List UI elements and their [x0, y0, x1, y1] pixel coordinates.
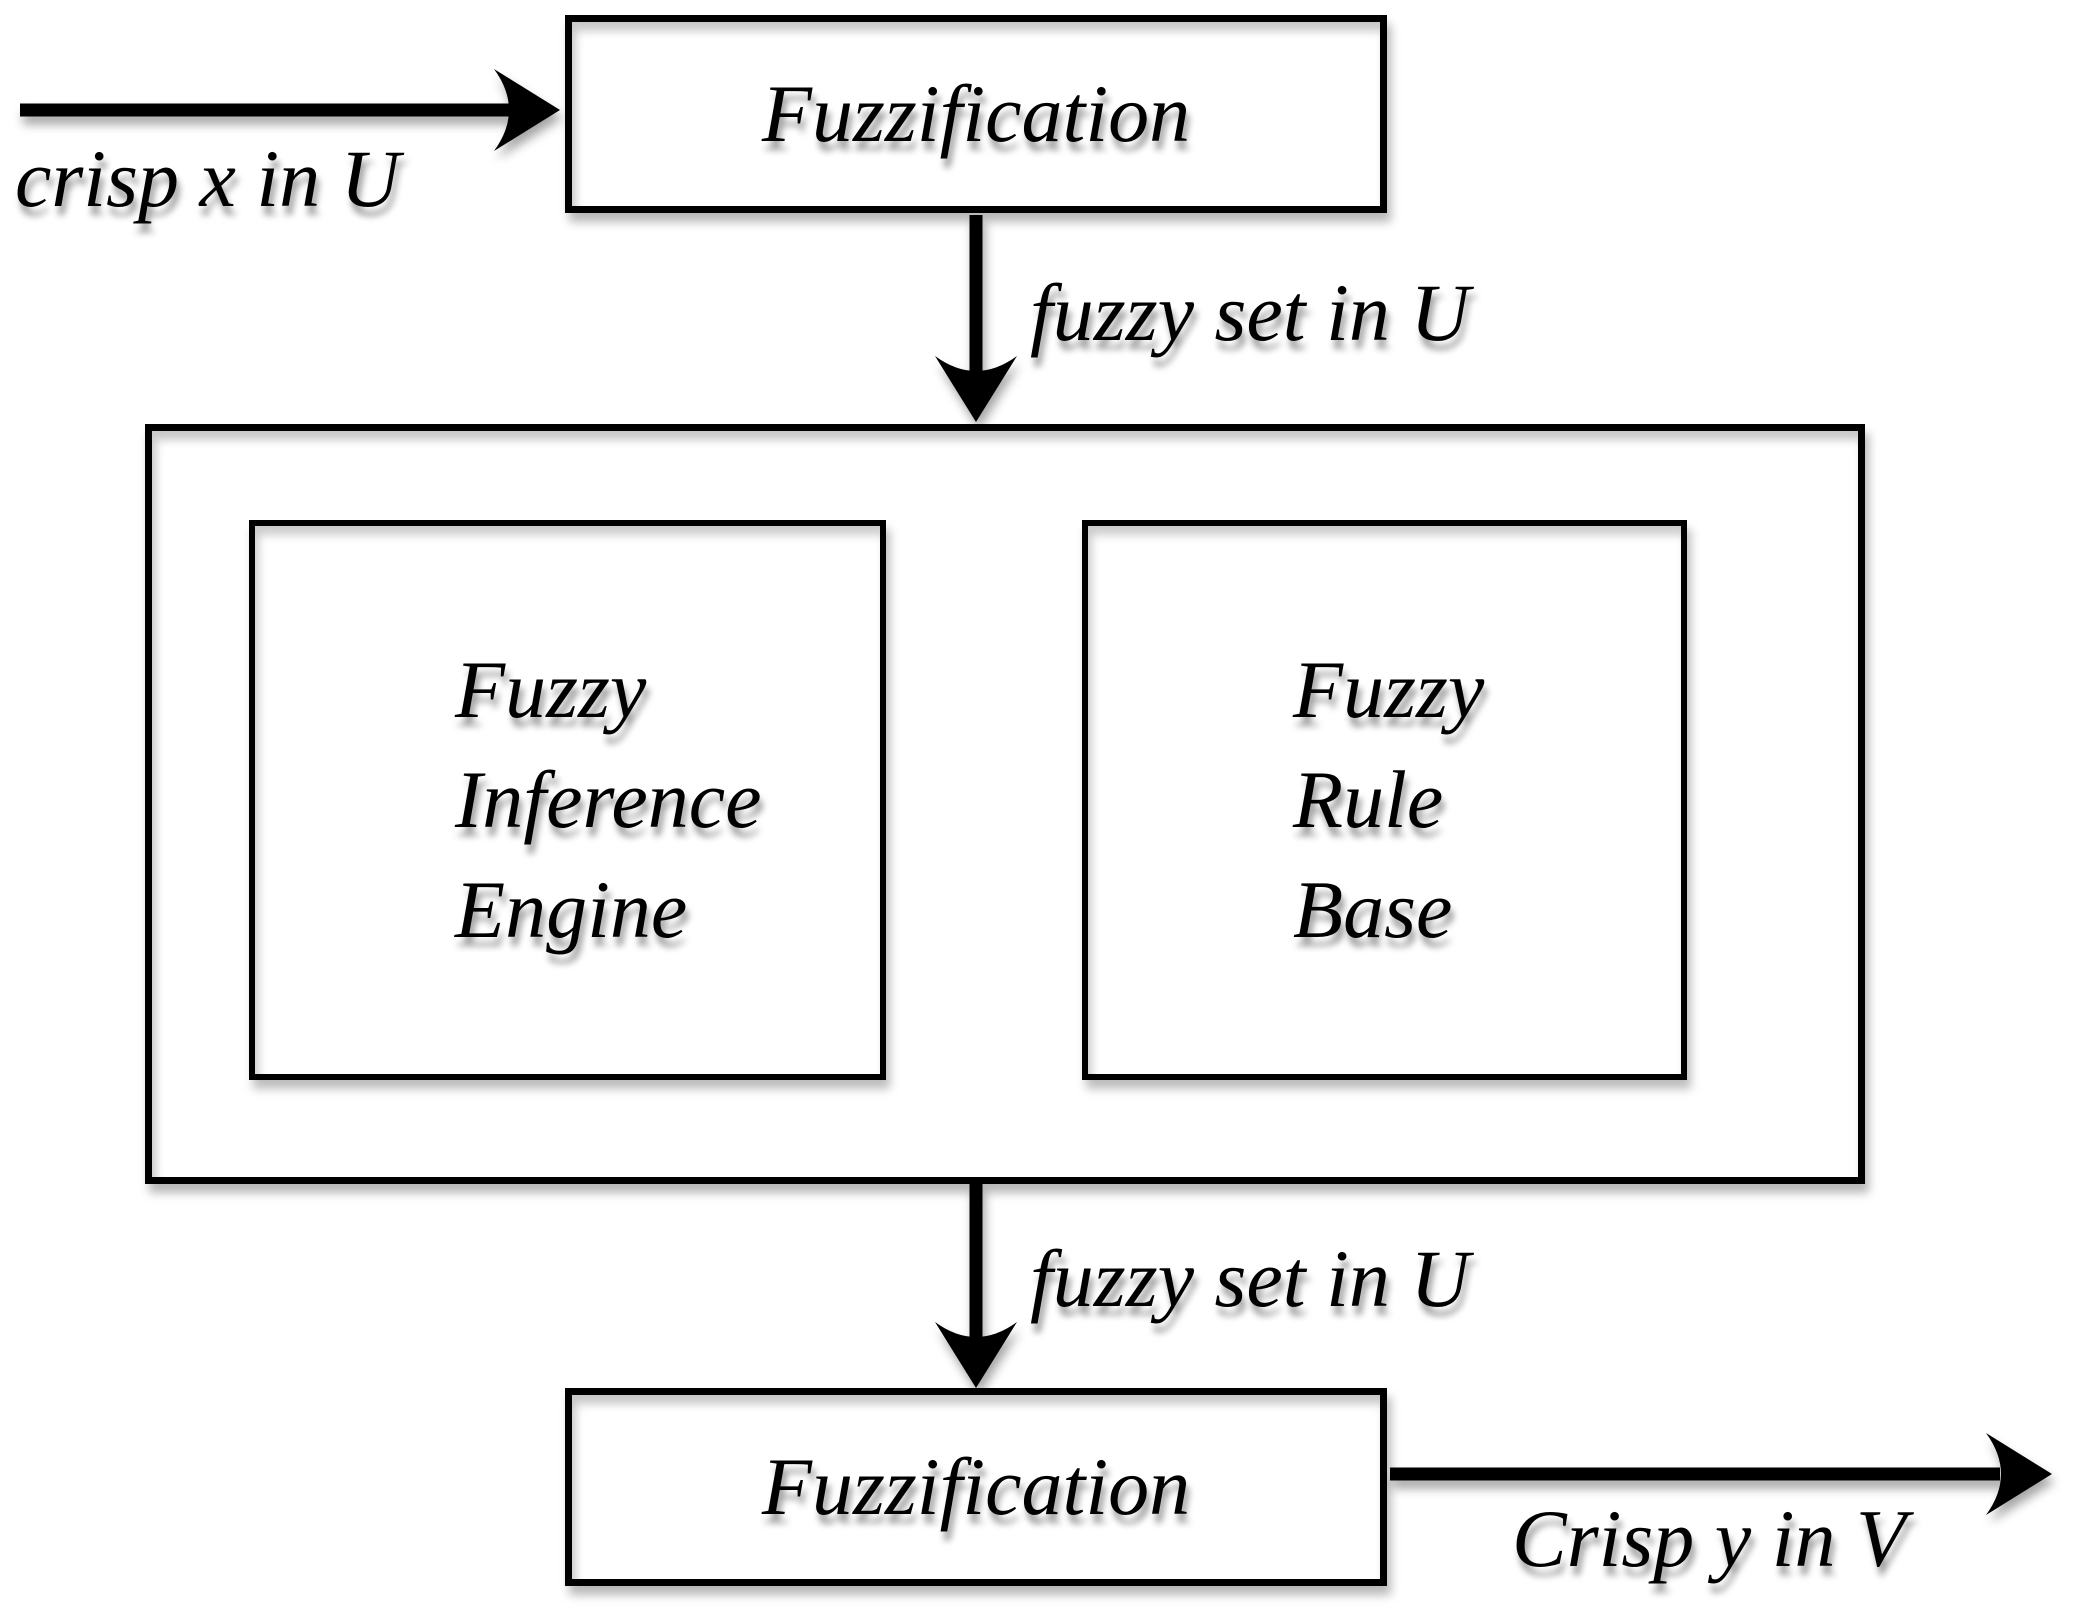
input-edge-label: crisp x in U [15, 133, 400, 224]
fuzzification-bottom-box: Fuzzification [565, 1388, 1387, 1586]
fuzzy-set-arrow-top [935, 215, 1017, 422]
rulebase-line-2: Rule [1293, 754, 1444, 846]
fuzzy-set-arrow-bottom [935, 1184, 1017, 1388]
fuzzification-top-box: Fuzzification [565, 15, 1387, 213]
fuzzification-bottom-label: Fuzzification [761, 1441, 1191, 1532]
fuzzy-inference-engine-box: Fuzzy Inference Engine [249, 520, 886, 1080]
inference-line-2: Inference [455, 754, 762, 846]
rulebase-line-1: Fuzzy [1293, 644, 1485, 736]
inference-line-3: Engine [455, 863, 688, 955]
rulebase-line-3: Base [1293, 863, 1453, 955]
output-edge-label: Crisp y in V [1512, 1493, 1907, 1584]
fuzzification-top-label: Fuzzification [761, 68, 1191, 159]
inference-line-1: Fuzzy [455, 644, 647, 736]
fuzzy-rule-base-box: Fuzzy Rule Base [1082, 520, 1687, 1080]
fuzzy-set-top-label: fuzzy set in U [1030, 267, 1470, 358]
fuzzy-set-bottom-label: fuzzy set in U [1030, 1233, 1470, 1324]
